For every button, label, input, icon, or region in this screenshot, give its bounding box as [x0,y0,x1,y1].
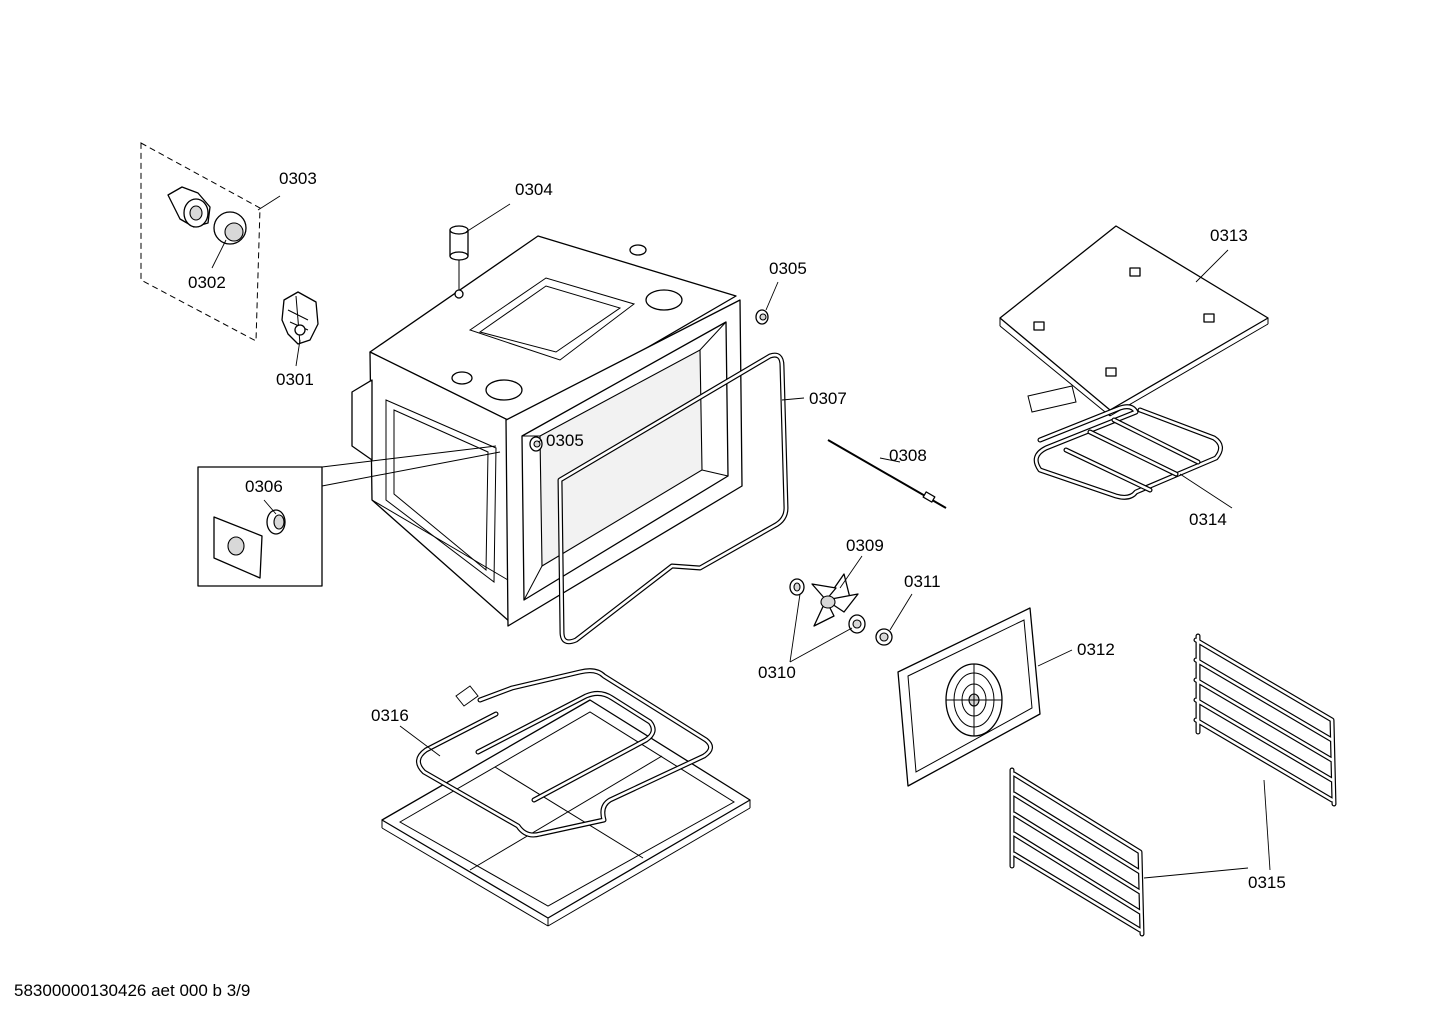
label-0316: 0316 [371,706,409,725]
top-heater-plate-part [999,225,1269,417]
fan-cover-panel-part [897,607,1041,787]
plug-part-lower [529,436,543,452]
label-0301: 0301 [276,370,314,389]
drawing-reference-footer: 58300000130426 aet 000 b 3/9 [14,981,251,1000]
label-0315: 0315 [1248,873,1286,892]
bottom-tray-part [381,699,751,927]
label-0307: 0307 [809,389,847,408]
lamp-bracket-part [281,291,319,345]
label-0302: 0302 [188,273,226,292]
top-fitting-part [449,225,469,299]
fan-nut-part [848,614,866,634]
door-gasket-part [557,352,789,645]
label-0306: 0306 [245,477,283,496]
fan-wheel-part [811,573,859,627]
lamp-holder-part [167,186,211,228]
label-0311: 0311 [904,572,941,591]
part-labels: 0303 0304 0302 0301 0305 0305 0307 0306 … [188,169,1286,892]
inset-detail-box [197,445,501,587]
label-0304: 0304 [515,180,553,199]
label-0313: 0313 [1210,226,1248,245]
label-0314: 0314 [1189,510,1227,529]
label-0303: 0303 [279,169,317,188]
label-0308: 0308 [889,446,927,465]
oven-cavity-part [351,235,743,627]
label-0305-lower: 0305 [546,431,584,450]
label-0310: 0310 [758,663,796,682]
temperature-sensor-part [827,439,947,509]
side-rack-right-part [1193,633,1337,807]
leader-lines [211,195,1271,879]
washer-part [789,578,805,596]
plug-part-upper [755,309,769,325]
label-0312: 0312 [1077,640,1115,659]
lamp-assembly-group [140,142,319,345]
bottom-heating-element-part [416,668,713,838]
lamp-cover-part [213,211,247,245]
cap-nut-part [875,628,893,646]
label-0309: 0309 [846,536,884,555]
top-heating-element-part [1027,385,1223,500]
label-0305-upper: 0305 [769,259,807,278]
side-rack-left-part [1009,767,1145,937]
